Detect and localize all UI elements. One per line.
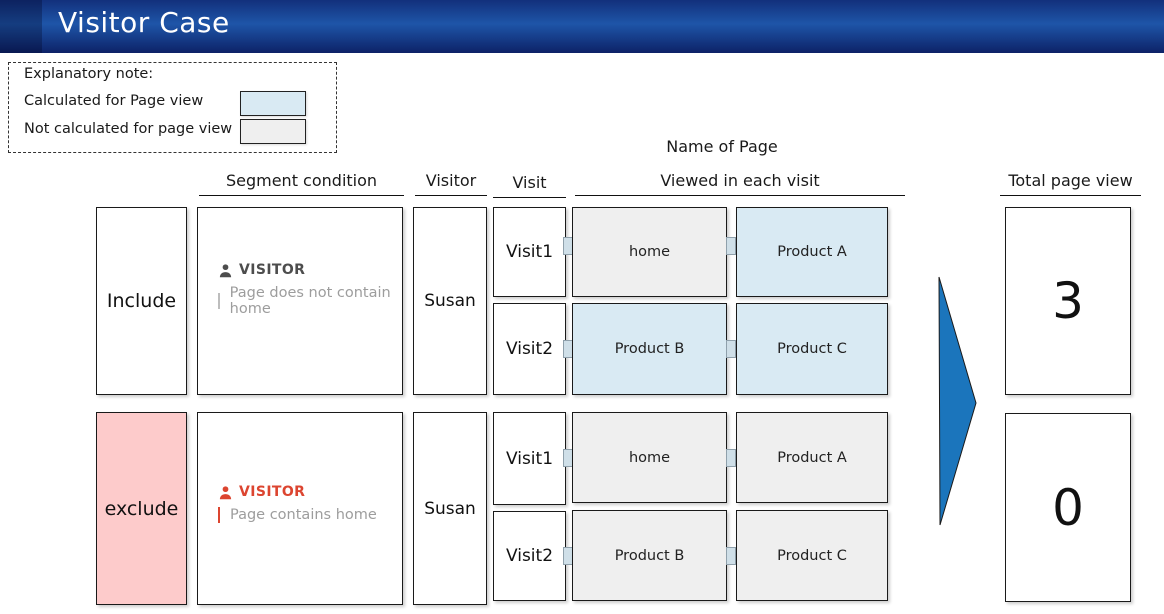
visit-label: Visit1 xyxy=(505,242,554,262)
visit2-box-exclude: Visit2 xyxy=(493,511,566,601)
page-box-product-c-exclude: Product C xyxy=(736,510,888,601)
visit1-box-include: Visit1 xyxy=(493,207,566,297)
page-box-product-b-include: Product B xyxy=(572,303,727,395)
connector xyxy=(726,340,736,358)
legend-item-calculated-label: Calculated for Page view xyxy=(24,93,204,109)
mode-label-include: Include xyxy=(106,290,177,312)
visitor-icon xyxy=(219,263,232,277)
visit1-box-exclude: Visit1 xyxy=(493,412,566,505)
legend-title: Explanatory note: xyxy=(24,66,154,82)
column-header-visit: Visit xyxy=(493,173,566,198)
legend-swatch-calculated xyxy=(240,91,306,116)
visit-label: Visit2 xyxy=(505,546,554,566)
page-title: Visitor Case xyxy=(58,6,230,39)
connector xyxy=(726,237,736,255)
segment-entity-row: VISITOR xyxy=(218,484,377,500)
visitor-name: Susan xyxy=(424,291,476,311)
header-accent-block xyxy=(0,0,42,53)
total-page-view-value: 3 xyxy=(1052,272,1084,330)
page-box-product-b-exclude: Product B xyxy=(572,510,727,601)
mode-label-exclude: exclude xyxy=(104,497,179,520)
page-name: Product A xyxy=(777,449,847,466)
visit-label: Visit1 xyxy=(505,448,554,469)
header-bar xyxy=(0,0,1164,53)
column-header-name-of-page: Name of Page xyxy=(666,137,778,156)
total-page-view-box-exclude: 0 xyxy=(1005,413,1131,602)
segment-condition-row: Page does not contain home xyxy=(218,285,402,317)
total-page-view-value: 0 xyxy=(1052,478,1084,537)
page-box-home-exclude: home xyxy=(572,412,727,503)
page-box-product-a-include: Product A xyxy=(736,207,888,297)
connector xyxy=(726,547,736,565)
segment-condition-box-exclude: VISITOR Page contains home xyxy=(197,412,403,605)
column-header-total-page-view: Total page view xyxy=(1000,171,1141,196)
flow-arrow-icon xyxy=(938,276,977,526)
visitor-name: Susan xyxy=(424,498,476,519)
segment-condition-box-include: VISITOR Page does not contain home xyxy=(197,207,403,395)
page-box-product-a-exclude: Product A xyxy=(736,412,888,503)
legend-item-not-calculated-label: Not calculated for page view xyxy=(24,121,233,137)
page-name: Product B xyxy=(614,341,685,357)
connector xyxy=(726,449,736,467)
column-header-segment-condition: Segment condition xyxy=(199,171,404,196)
visitor-box-exclude: Susan xyxy=(413,412,487,605)
page-name: Product C xyxy=(777,341,847,357)
legend-swatch-not-calculated xyxy=(240,119,306,144)
column-header-viewed-in-each-visit: Viewed in each visit xyxy=(575,171,905,196)
page-name: Product C xyxy=(777,547,847,564)
segment-condition-content: VISITOR Page does not contain home xyxy=(218,262,402,317)
mode-box-include: Include xyxy=(96,207,187,395)
page-box-home-include: home xyxy=(572,207,727,297)
segment-entity-row: VISITOR xyxy=(218,262,402,278)
segment-entity-label: VISITOR xyxy=(239,484,306,500)
total-page-view-box-include: 3 xyxy=(1005,207,1131,395)
condition-bar-icon xyxy=(218,293,220,309)
segment-condition-text: Page does not contain home xyxy=(229,285,391,317)
page-box-product-c-include: Product C xyxy=(736,303,888,395)
page-name: Product A xyxy=(777,244,847,260)
page-name: Product B xyxy=(614,547,685,564)
segment-condition-text: Page contains home xyxy=(230,507,377,523)
visitor-box-include: Susan xyxy=(413,207,487,395)
visit2-box-include: Visit2 xyxy=(493,303,566,395)
visit-label: Visit2 xyxy=(505,339,554,359)
segment-condition-row: Page contains home xyxy=(218,507,377,523)
column-header-visitor: Visitor xyxy=(415,171,487,196)
mode-box-exclude: exclude xyxy=(96,412,187,605)
condition-bar-icon xyxy=(218,507,220,523)
page-name: home xyxy=(628,244,671,260)
segment-condition-content: VISITOR Page contains home xyxy=(218,484,377,523)
visitor-icon xyxy=(219,485,232,499)
segment-entity-label: VISITOR xyxy=(239,262,306,278)
page-name: home xyxy=(628,449,671,466)
